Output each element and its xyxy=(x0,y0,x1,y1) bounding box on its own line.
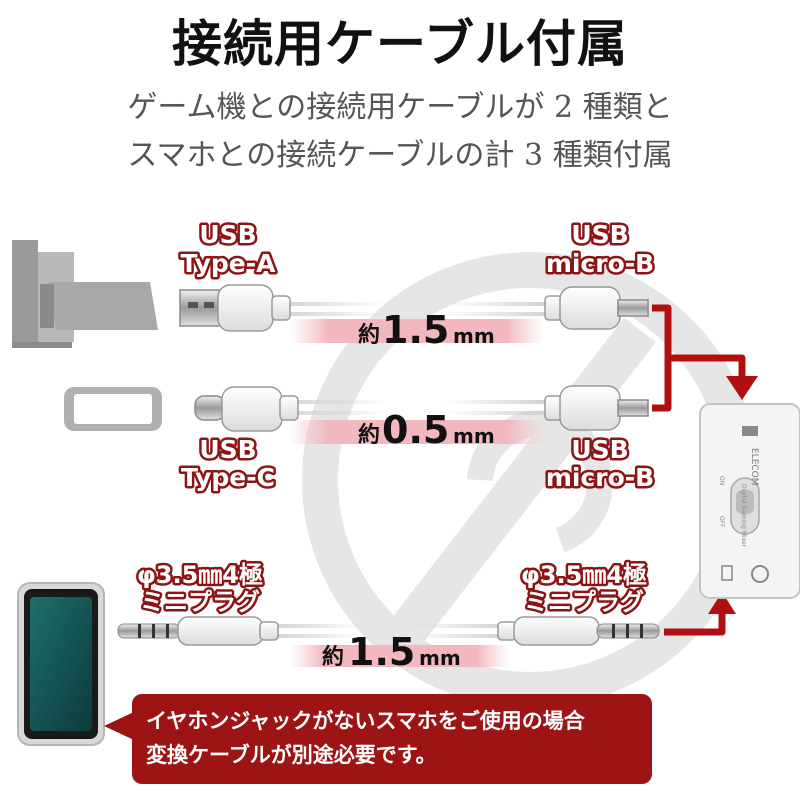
cable2-right-label-2: micro-B xyxy=(546,463,654,492)
note-callout-tail xyxy=(104,712,134,740)
device-model: Digital Gaming Mixer xyxy=(740,484,747,548)
cable-2-usb-c-to-micro-b xyxy=(194,385,649,444)
game-console-icon xyxy=(12,240,158,348)
cable2-right-label-1: USB xyxy=(571,435,628,464)
connection-arrows xyxy=(652,304,746,636)
device-brand: ELECOM xyxy=(749,448,759,486)
device-switch-off: OFF xyxy=(718,516,725,528)
cable2-length-prefix: 約 xyxy=(358,422,380,448)
cable-1-usb-a-to-micro-b xyxy=(179,284,649,343)
subtitle-line-2: スマホとの接続ケーブルの計 3 種類付属 xyxy=(127,138,673,173)
cable3-left-label-2: ミニプラグ xyxy=(140,588,260,616)
subtitle-line-1: ゲーム機との接続用ケーブルが 2 種類と xyxy=(127,90,673,125)
arrow-head-top-icon xyxy=(726,376,758,400)
note-line-2: 変換ケーブルが別途必要です。 xyxy=(146,743,437,767)
mixer-device xyxy=(699,403,800,599)
cable1-length-prefix: 約 xyxy=(358,322,380,348)
device-switch-on: ON xyxy=(718,476,725,485)
note-callout: イヤホンジャックがないスマホをご使用の場合 変換ケーブルが別途必要です。 xyxy=(132,694,652,784)
cable1-length-unit: mm xyxy=(453,324,495,348)
note-line-1: イヤホンジャックがないスマホをご使用の場合 xyxy=(146,709,585,733)
smartphone-icon xyxy=(17,582,105,746)
cable2-left-label-2: Type-C xyxy=(181,463,275,492)
cable2-length-unit: mm xyxy=(453,424,495,448)
cable1-right-label-1: USB xyxy=(571,220,628,249)
cable1-length-value: 1.5 xyxy=(382,308,449,352)
handheld-console-icon xyxy=(64,387,162,431)
arrow-head-bottom-icon xyxy=(708,592,736,614)
cable2-length-value: 0.5 xyxy=(382,408,449,452)
cable1-left-label-1: USB xyxy=(199,220,256,249)
cable1-left-label-2: Type-A xyxy=(181,249,277,278)
page-title: 接続用ケーブル付属 xyxy=(172,14,628,73)
cable-3-mini-plug xyxy=(117,616,660,667)
cable2-left-label-1: USB xyxy=(199,435,256,464)
cable1-right-label-2: micro-B xyxy=(546,249,654,278)
cable3-left-label-1: φ3.5㎜4極 xyxy=(137,561,263,589)
cable3-length-value: 1.5 xyxy=(348,630,415,674)
cable3-right-label-2: ミニプラグ xyxy=(524,588,644,616)
cable3-length-prefix: 約 xyxy=(322,644,344,670)
cable3-length-unit: mm xyxy=(419,646,461,670)
cable3-right-label-1: φ3.5㎜4極 xyxy=(521,561,647,589)
